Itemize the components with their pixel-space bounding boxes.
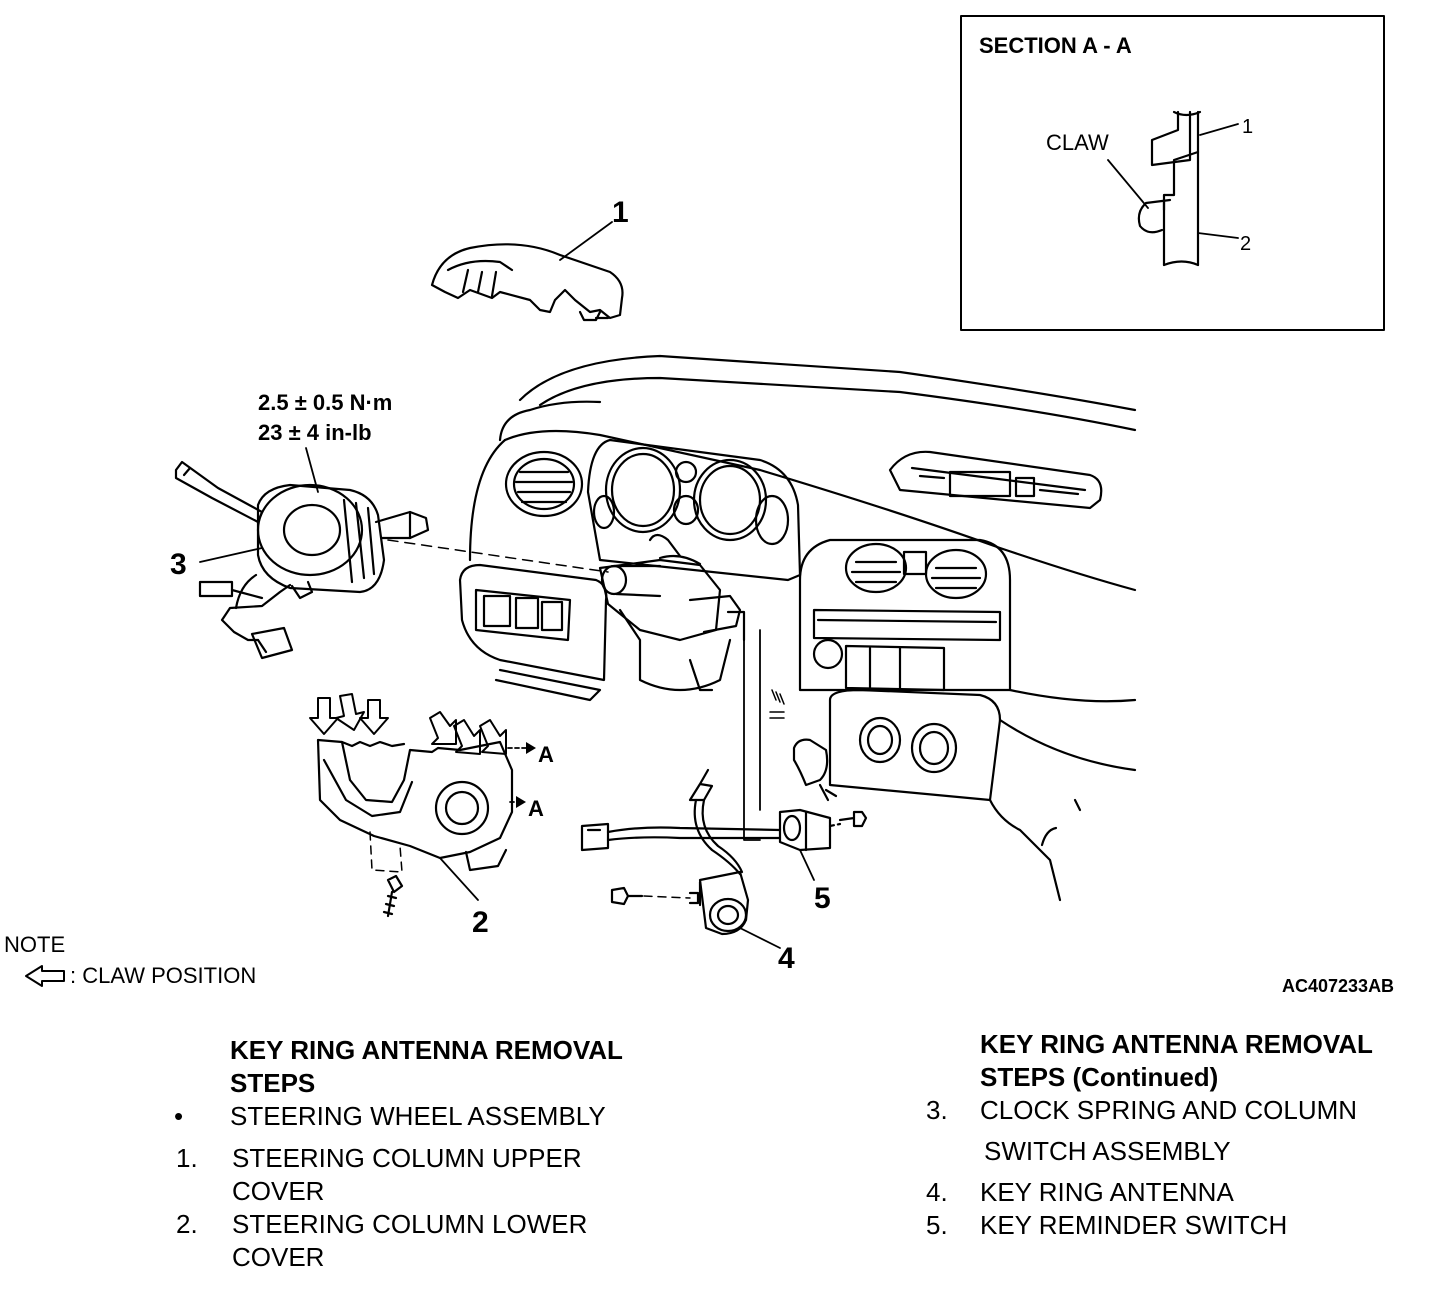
callout-leader-4: [739, 927, 781, 949]
step-number: 2.: [176, 1209, 198, 1239]
step-item: 3. CLOCK SPRING AND COLUMN: [926, 1094, 1426, 1127]
callout-leader-5: [799, 849, 815, 881]
section-title: SECTION A - A: [979, 33, 1132, 58]
callout-3: 3: [170, 548, 187, 581]
step-item: 1. STEERING COLUMN UPPER: [176, 1142, 696, 1175]
step-number: 3.: [926, 1095, 948, 1125]
callout-leader-1: [559, 221, 613, 261]
upper-column-cover: [430, 221, 624, 322]
step-item: 4. KEY RING ANTENNA: [926, 1176, 1426, 1209]
step-label: CLOCK SPRING AND COLUMN: [980, 1095, 1358, 1125]
instrument-panel: [458, 354, 1137, 902]
note-legend-text: : CLAW POSITION: [70, 963, 256, 988]
key-reminder-switch: [580, 768, 868, 881]
step-item: 5. KEY REMINDER SWITCH: [926, 1209, 1426, 1242]
exploded-diagram: SECTION A - A CLAW 1 2 1 2.5 ± 0.5 N·m 2…: [4, 15, 1394, 996]
step-number: 1.: [176, 1143, 198, 1173]
removal-steps-left: KEY RING ANTENNA REMOVAL STEPS • STEERIN…: [174, 1034, 696, 1274]
figure-code: AC407233AB: [1282, 976, 1394, 996]
step-number: 4.: [926, 1177, 948, 1207]
step-label-continued: COVER: [232, 1176, 325, 1206]
steps-left-heading-2: STEPS: [230, 1068, 316, 1098]
steps-right-heading-2: STEPS (Continued): [980, 1062, 1219, 1092]
clock-spring-switch: [174, 460, 430, 660]
step-label: STEERING COLUMN UPPER: [232, 1143, 582, 1173]
note-title: NOTE: [4, 932, 65, 957]
claw-leader: [1107, 159, 1149, 209]
torque-nm: 2.5 ± 0.5 N·m: [258, 390, 392, 415]
claw-label: CLAW: [1046, 130, 1109, 155]
step-label: STEERING WHEEL ASSEMBLY: [230, 1101, 606, 1131]
callout-leader-3: [199, 547, 263, 563]
callout-4: 4: [778, 942, 795, 975]
step-item: 2. STEERING COLUMN LOWER: [176, 1208, 696, 1241]
step-item-continued: SWITCH ASSEMBLY: [926, 1135, 1426, 1168]
alignment-line-3: [387, 539, 609, 573]
callout-1: 1: [612, 196, 629, 229]
step-label-continued: SWITCH ASSEMBLY: [984, 1136, 1231, 1166]
key-ring-antenna: [610, 870, 781, 949]
lower-column-cover: [316, 738, 514, 918]
step-label: STEERING COLUMN LOWER: [232, 1209, 588, 1239]
callout-leader-2: [439, 857, 479, 901]
step-item-continued: COVER: [176, 1175, 696, 1208]
steps-right-heading-1: KEY RING ANTENNA REMOVAL: [980, 1029, 1373, 1059]
callout-5: 5: [814, 882, 831, 915]
claw-position-arrows: [309, 693, 507, 755]
steps-left-heading-1: KEY RING ANTENNA REMOVAL: [230, 1035, 623, 1065]
step-label: KEY REMINDER SWITCH: [980, 1210, 1288, 1240]
callout-2: 2: [472, 906, 489, 939]
claw-position-legend-arrow: [25, 965, 65, 987]
torque-inlb: 23 ± 4 in-lb: [258, 420, 372, 445]
step-item: • STEERING WHEEL ASSEMBLY: [174, 1100, 696, 1133]
step-label-continued: COVER: [232, 1242, 325, 1272]
section-callout-2: 2: [1240, 233, 1251, 255]
step-bullet: •: [174, 1101, 184, 1131]
section-a-label-2: A: [528, 796, 544, 821]
section-a-a-box: SECTION A - A CLAW 1 2: [960, 15, 1385, 331]
step-item-continued: COVER: [176, 1241, 696, 1274]
step-label: KEY RING ANTENNA: [980, 1177, 1234, 1207]
section-a-label-1: A: [538, 742, 554, 767]
section-callout-1: 1: [1242, 116, 1253, 138]
removal-steps-right: KEY RING ANTENNA REMOVAL STEPS (Continue…: [926, 1028, 1426, 1242]
step-number: 5.: [926, 1210, 948, 1240]
